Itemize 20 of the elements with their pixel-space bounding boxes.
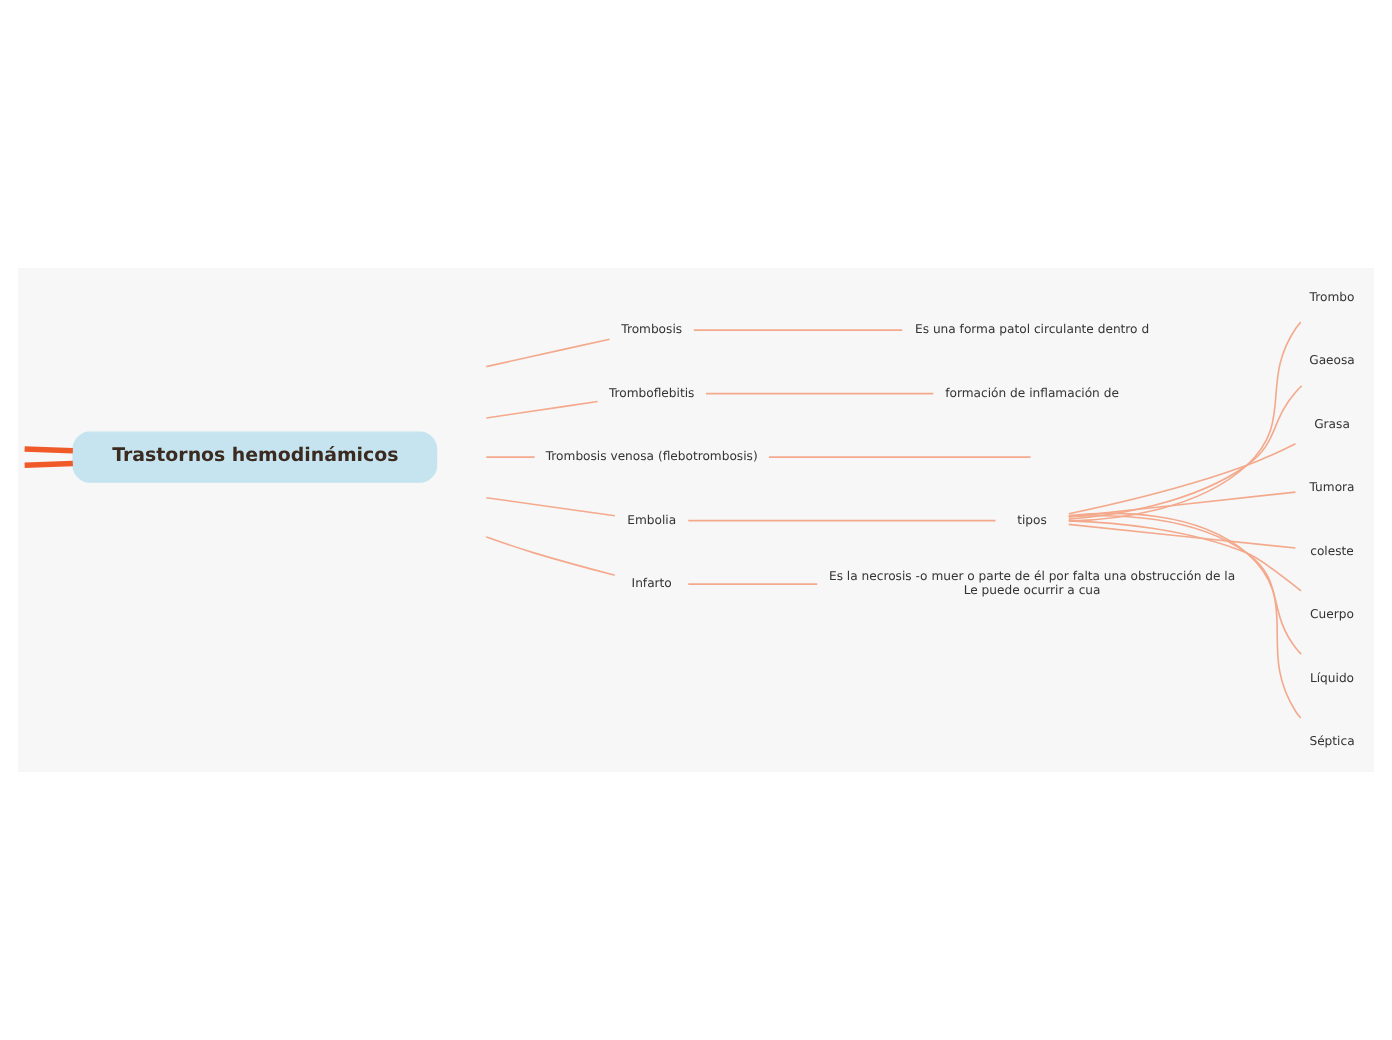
- connector: [1068, 515, 1302, 655]
- connector: [687, 519, 997, 522]
- connector: [24, 446, 73, 454]
- connector: [705, 392, 935, 395]
- connector: [768, 456, 1032, 458]
- connector: [687, 583, 819, 585]
- connector: [1067, 523, 1297, 549]
- connector: [485, 456, 536, 458]
- connector: [693, 329, 904, 331]
- connector: [1067, 384, 1303, 520]
- node-box: Trastornos hemodinámicos: [72, 431, 438, 483]
- connector: [1068, 442, 1297, 515]
- connector: [1067, 321, 1302, 522]
- connector: [1068, 520, 1302, 592]
- connector: [485, 338, 611, 368]
- connector: [485, 536, 616, 576]
- connector: [24, 460, 73, 468]
- connector: [485, 496, 616, 517]
- connector: [485, 400, 599, 419]
- connector: [1067, 512, 1302, 719]
